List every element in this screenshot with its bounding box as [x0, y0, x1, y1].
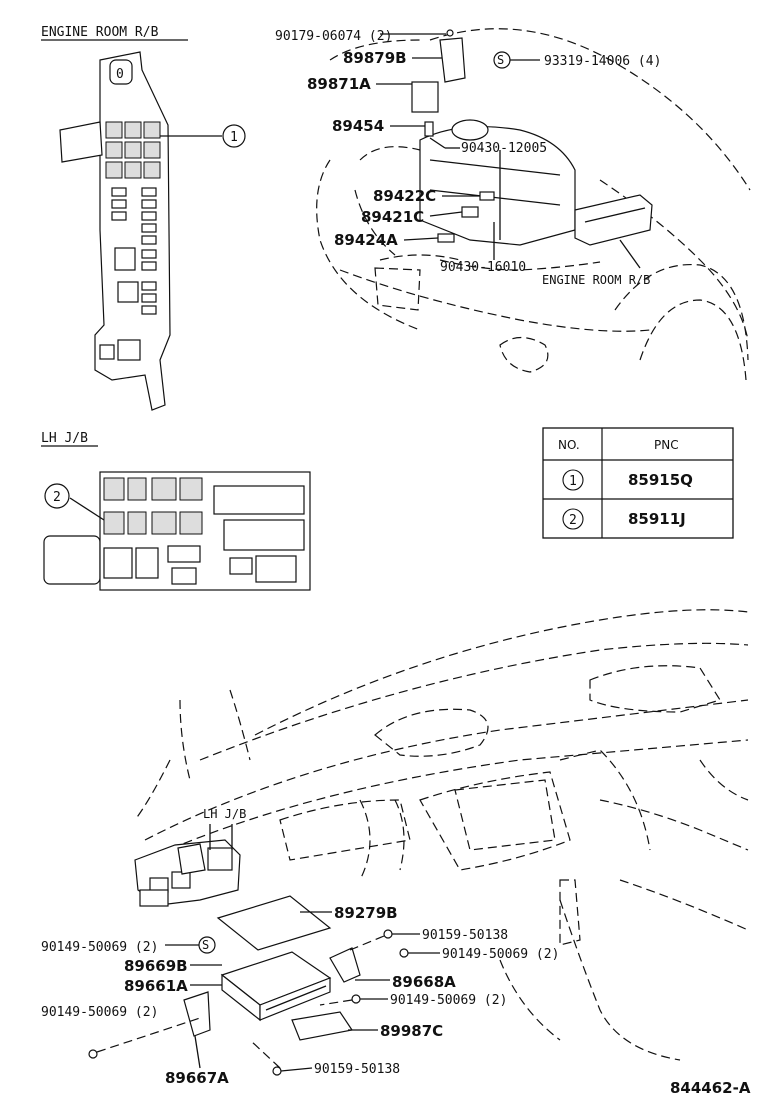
label-89987C: 89987C: [380, 1022, 443, 1040]
sensor-89421C-drawing: [461, 206, 479, 218]
callout-1-number: 1: [230, 130, 238, 145]
svg-text:S: S: [202, 938, 209, 952]
sensor-89422C-drawing: [479, 191, 495, 201]
callout-2-circle: [44, 483, 70, 509]
pnc-table: NO. PNC 1 85915Q 2 85911J: [542, 427, 734, 539]
label-93319-14006: 93319-14006 (4): [544, 54, 661, 69]
bracket-89667A-drawing: [183, 991, 211, 1037]
callout-2-number: 2: [53, 490, 61, 505]
fuse-block-number: 0: [116, 67, 124, 82]
label-89661A: 89661A: [124, 977, 188, 995]
label-90159-50138-a: 90159-50138: [422, 928, 508, 943]
dashboard-outline: [134, 609, 749, 1061]
diagram-id: 844462-A: [670, 1079, 751, 1097]
table-row-1-no: 1: [569, 474, 577, 489]
svg-text:S: S: [497, 53, 504, 67]
engine-room-rb-title: ENGINE ROOM R/B: [41, 25, 159, 40]
label-90149-50069-d: 90149-50069 (2): [41, 1005, 158, 1020]
label-90430-12005: 90430-12005: [461, 141, 547, 156]
label-90430-16010: 90430-16010: [440, 260, 526, 275]
label-89871A: 89871A: [307, 75, 371, 93]
table-header-no: NO.: [558, 438, 580, 452]
label-89422C: 89422C: [373, 187, 436, 205]
sensor-89424A-drawing: [437, 233, 455, 243]
label-90159-50138-b: 90159-50138: [314, 1062, 400, 1077]
cover-89987C-drawing: [291, 1011, 354, 1041]
engine-bay-section: ENGINE ROOM R/B S 90179-06074 (2) 89879B…: [275, 28, 751, 381]
ecu-89661A-drawing: [220, 951, 332, 1022]
fuse-grid: [105, 121, 161, 179]
relay-slots: [99, 187, 157, 361]
label-89421C: 89421C: [361, 208, 424, 226]
lh-jb-title: LH J/B: [41, 431, 88, 446]
label-90149-50069-b: 90149-50069 (2): [442, 947, 559, 962]
label-89669B: 89669B: [124, 957, 188, 975]
table-row-1-pnc: 85915Q: [628, 471, 693, 489]
table-row-2-no: 2: [569, 513, 577, 528]
label-90179-06074: 90179-06074 (2): [275, 29, 392, 44]
table-header-pnc: PNC: [654, 438, 679, 452]
engine-room-rb-section: ENGINE ROOM R/B 0: [41, 25, 246, 411]
bracket-89879B-drawing: [439, 37, 466, 83]
lh-jb-section: LH J/B 2: [41, 431, 311, 591]
label-89279B: 89279B: [334, 904, 398, 922]
label-89667A: 89667A: [165, 1069, 229, 1087]
callout-1-circle: [222, 124, 246, 148]
label-89454: 89454: [332, 117, 384, 135]
dashboard-section: LH J/B 89279B S: [41, 609, 749, 1087]
engine-room-rb-unit: [574, 194, 653, 246]
engine-bay-outline: [316, 28, 751, 381]
sensor-89454-drawing: [424, 121, 434, 137]
lh-jb-unit-drawing: [134, 839, 241, 907]
engine-room-relay-block-drawing: 0: [59, 51, 171, 411]
plate-89279B-drawing: [216, 895, 332, 951]
ecu-89871A-drawing: [411, 81, 439, 113]
label-90149-50069-a: 90149-50069 (2): [41, 940, 158, 955]
lh-jb-drawing: [43, 471, 311, 591]
engine-block-drawing: [419, 119, 576, 246]
lh-jb-callout: LH J/B: [203, 807, 246, 821]
engine-room-rb-callout: ENGINE ROOM R/B: [542, 273, 650, 287]
table-row-2-pnc: 85911J: [628, 510, 686, 528]
label-90149-50069-c: 90149-50069 (2): [390, 993, 507, 1008]
bracket-89668A-drawing: [329, 947, 361, 983]
label-89879B: 89879B: [343, 49, 407, 67]
label-89424A: 89424A: [334, 231, 398, 249]
label-89668A: 89668A: [392, 973, 456, 991]
